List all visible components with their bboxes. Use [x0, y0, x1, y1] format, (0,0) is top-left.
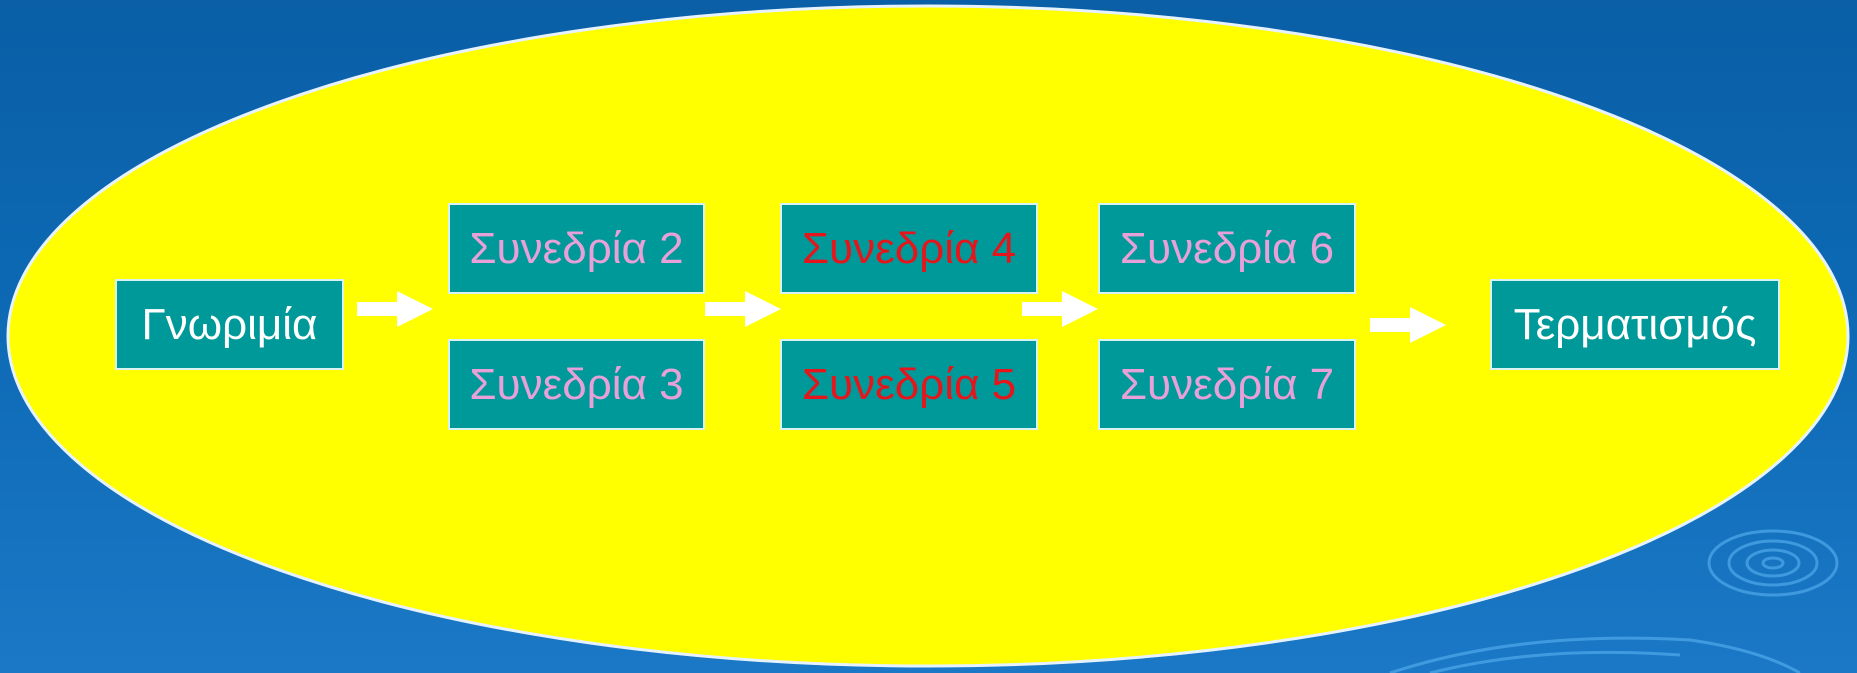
arrow-right-icon — [705, 291, 781, 327]
node-session-4-label: Συνεδρία 4 — [801, 223, 1017, 273]
ripple-decoration-icon — [1389, 529, 1839, 673]
node-session-7-label: Συνεδρία 7 — [1119, 359, 1335, 409]
node-session-5-label: Συνεδρία 5 — [801, 359, 1017, 409]
node-session-7: Συνεδρία 7 — [1098, 339, 1356, 430]
node-intro-label: Γνωριμία — [141, 299, 318, 349]
node-session-3-label: Συνεδρία 3 — [469, 359, 684, 409]
node-session-2: Συνεδρία 2 — [448, 203, 705, 294]
arrow-right-icon — [1022, 291, 1098, 327]
node-end: Τερματισμός — [1490, 279, 1780, 370]
node-session-5: Συνεδρία 5 — [780, 339, 1038, 430]
node-session-2-label: Συνεδρία 2 — [469, 223, 684, 273]
yellow-ellipse — [6, 4, 1850, 668]
node-session-6-label: Συνεδρία 6 — [1119, 223, 1335, 273]
node-end-label: Τερματισμός — [1513, 299, 1757, 349]
node-session-6: Συνεδρία 6 — [1098, 203, 1356, 294]
node-intro: Γνωριμία — [115, 279, 344, 370]
arrow-right-icon — [1370, 307, 1446, 343]
arrow-right-icon — [357, 291, 433, 327]
node-session-4: Συνεδρία 4 — [780, 203, 1038, 294]
node-session-3: Συνεδρία 3 — [448, 339, 705, 430]
